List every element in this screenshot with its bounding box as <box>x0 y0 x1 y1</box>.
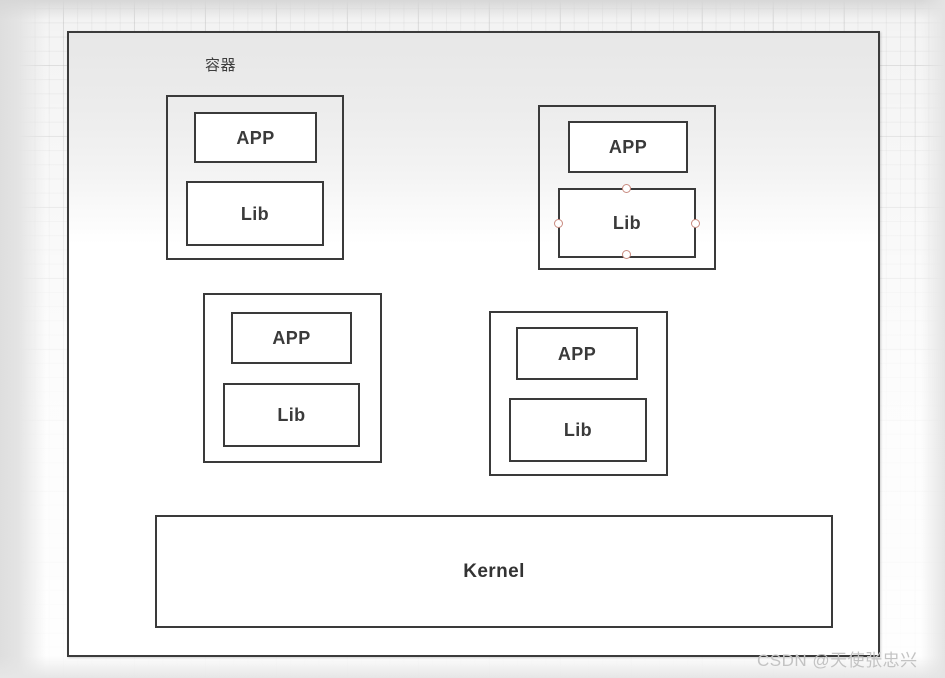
app-box-label: APP <box>608 137 648 157</box>
app-box-label: APP <box>557 343 597 364</box>
container-group-top-left[interactable] <box>166 95 344 260</box>
app-box-top-left[interactable]: APP <box>194 112 317 163</box>
canvas-edge-shade-top <box>0 0 945 20</box>
selection-handle-bottom[interactable] <box>622 250 631 259</box>
app-box-label: APP <box>272 328 311 348</box>
lib-box-bottom-left[interactable]: Lib <box>223 383 360 447</box>
lib-box-label: Lib <box>240 203 270 224</box>
frame-label: 容器 <box>205 57 237 74</box>
app-box-bottom-right[interactable]: APP <box>516 327 638 380</box>
lib-box-label: Lib <box>612 213 642 233</box>
selection-handle-right[interactable] <box>691 219 700 228</box>
lib-box-label: Lib <box>563 420 593 440</box>
lib-box-top-right-selected[interactable]: Lib <box>558 188 696 258</box>
app-box-top-right[interactable]: APP <box>568 121 688 173</box>
watermark-text: CSDN @天使张忠兴 <box>757 651 918 670</box>
kernel-box-label: Kernel <box>463 560 525 582</box>
lib-box-top-left[interactable]: Lib <box>186 181 324 246</box>
canvas-edge-shade-left <box>0 0 46 678</box>
selection-handle-left[interactable] <box>554 219 563 228</box>
container-group-top-right[interactable] <box>538 105 716 270</box>
container-group-bottom-right[interactable] <box>489 311 668 476</box>
selection-handle-top[interactable] <box>622 184 631 193</box>
lib-box-label: Lib <box>277 405 306 425</box>
app-box-label: APP <box>236 127 275 148</box>
canvas-edge-shade-bottom <box>0 656 945 678</box>
canvas-edge-shade-right <box>921 0 945 678</box>
lib-box-bottom-right[interactable]: Lib <box>509 398 647 462</box>
container-group-bottom-left[interactable] <box>203 293 382 463</box>
app-box-bottom-left[interactable]: APP <box>231 312 352 364</box>
kernel-box[interactable]: Kernel <box>155 515 833 628</box>
